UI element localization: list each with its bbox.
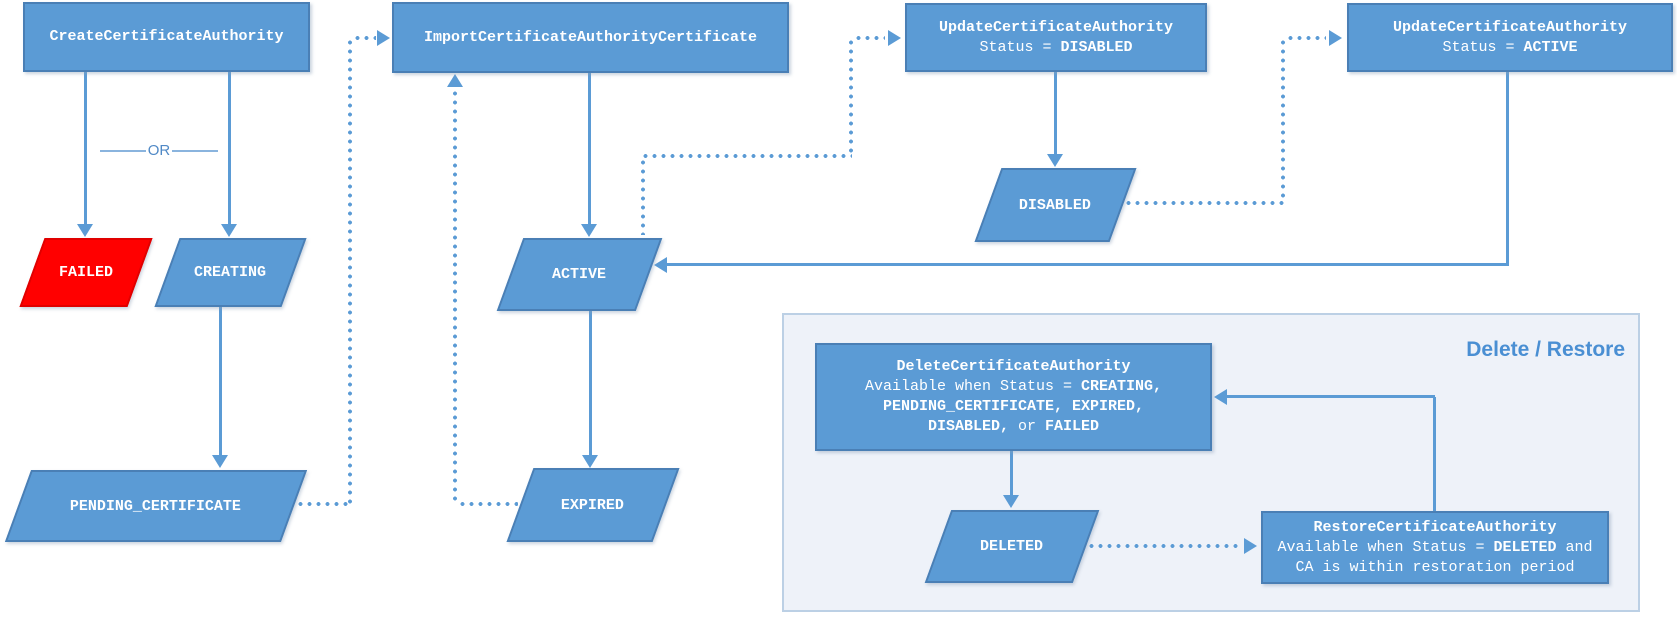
- state-creating: CREATING: [154, 238, 307, 307]
- edge-create-to-creating: [228, 72, 231, 226]
- edge-restore-to-delete-vertical: [1433, 397, 1436, 511]
- arrowhead-update-disable-to-disabled: [1047, 154, 1063, 167]
- edge-active-to-expired: [589, 311, 592, 455]
- arrowhead-create-to-failed: [77, 224, 93, 237]
- state-expired-label: EXPIRED: [561, 496, 625, 514]
- edge-pending-to-import-h1: [296, 502, 352, 506]
- edge-disabled-to-update-active-h2: [1286, 36, 1326, 40]
- state-disabled-label: DISABLED: [1019, 196, 1092, 214]
- edge-delete-to-deleted: [1010, 451, 1013, 497]
- edge-deleted-to-restore: [1087, 544, 1242, 548]
- arrowhead-expired-to-import: [447, 74, 463, 87]
- arrowhead-pending-to-import: [377, 30, 390, 46]
- arrowhead-active-to-expired: [582, 455, 598, 468]
- arrowhead-restore-to-delete: [1214, 389, 1227, 405]
- action-box-create-certificate-authority: CreateCertificateAuthority: [23, 2, 310, 72]
- state-active-label: ACTIVE: [552, 266, 607, 283]
- edge-creating-to-pending: [219, 307, 222, 455]
- state-disabled: DISABLED: [974, 168, 1137, 242]
- state-deleted-label: DELETED: [980, 538, 1044, 555]
- arrowhead-create-to-creating: [221, 224, 237, 237]
- edge-import-to-active: [588, 73, 591, 224]
- state-expired: EXPIRED: [506, 468, 680, 542]
- arrowhead-deleted-to-restore: [1244, 538, 1257, 554]
- or-label: OR: [147, 142, 171, 159]
- edge-disabled-to-update-active-h1: [1124, 201, 1284, 205]
- edge-pending-to-import-h2: [353, 36, 376, 40]
- state-active: ACTIVE: [496, 238, 663, 311]
- state-failed: FAILED: [19, 238, 153, 307]
- edge-active-to-update-disable-h1: [641, 154, 852, 158]
- edge-disabled-to-update-active-v: [1281, 38, 1285, 202]
- edge-create-to-failed: [84, 72, 87, 226]
- arrowhead-import-to-active: [581, 224, 597, 237]
- edge-update-active-to-active-vertical: [1506, 72, 1509, 266]
- state-pending-certificate: PENDING_CERTIFICATE: [4, 470, 308, 542]
- edge-update-active-to-active-horizontal: [667, 263, 1508, 266]
- arrowhead-update-active-to-active: [654, 257, 667, 273]
- or-line-left: [100, 149, 146, 152]
- state-pending-certificate-label: PENDING_CERTIFICATE: [70, 497, 242, 515]
- edge-active-to-update-disable-v1: [641, 158, 645, 235]
- edge-pending-to-import-v: [348, 38, 352, 504]
- arrowhead-creating-to-pending: [212, 455, 228, 468]
- edge-active-to-update-disable-v2: [849, 38, 853, 155]
- state-deleted: DELETED: [924, 510, 1100, 583]
- action-box-import-certificate-authority-certificate: ImportCertificateAuthorityCertificate: [392, 2, 789, 73]
- state-failed-label: FAILED: [58, 264, 113, 281]
- edge-update-disable-to-disabled: [1054, 72, 1057, 154]
- arrowhead-active-to-update-disable: [888, 30, 901, 46]
- arrowhead-disabled-to-update-active: [1329, 30, 1342, 46]
- or-label-group: OR: [100, 142, 218, 159]
- delete-restore-group-title: Delete / Restore: [1466, 338, 1625, 361]
- state-creating-label: CREATING: [194, 264, 267, 281]
- edge-restore-to-delete-horizontal: [1227, 395, 1435, 398]
- edge-active-to-update-disable-h2: [854, 36, 885, 40]
- edge-expired-to-import-h: [458, 502, 518, 506]
- edge-expired-to-import-v: [453, 80, 457, 504]
- arrowhead-delete-to-deleted: [1003, 495, 1019, 508]
- or-line-right: [172, 149, 218, 152]
